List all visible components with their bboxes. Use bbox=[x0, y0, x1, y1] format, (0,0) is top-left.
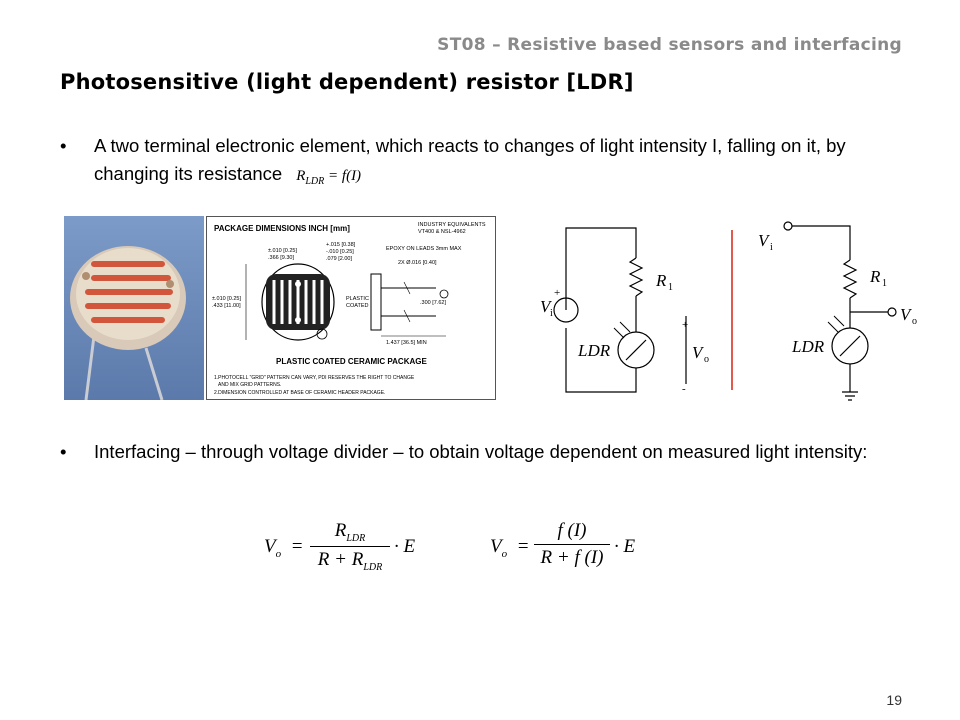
c1-ldr-label: LDR bbox=[577, 341, 611, 360]
pkg-left-dim2: .433 [11.00] bbox=[212, 303, 241, 309]
voltage-divider-circuit-output: V i R 1 V o LDR bbox=[758, 221, 917, 401]
bullet-marker: • bbox=[60, 441, 67, 462]
c1-source-label: V bbox=[540, 297, 553, 316]
package-dimensions-drawing: PACKAGE DIMENSIONS INCH [mm] INDUSTRY EQ… bbox=[206, 216, 496, 400]
eq2-num: f (I) bbox=[557, 520, 587, 541]
pkg-lead-len: 1.437 [36.5] MIN bbox=[386, 340, 427, 346]
pkg-title: PACKAGE DIMENSIONS INCH [mm] bbox=[214, 224, 350, 233]
c1-out-label: V bbox=[692, 343, 705, 362]
eq1-lhs-sub: o bbox=[275, 547, 282, 560]
bullet-text: A two terminal electronic element, which… bbox=[94, 135, 846, 184]
eq1-num-sub: LDR bbox=[346, 532, 366, 544]
pkg-epoxy: EPOXY ON LEADS 3mm MAX bbox=[386, 246, 462, 252]
bullet-definition: • A two terminal electronic element, whi… bbox=[60, 132, 900, 196]
c2-r1-sub: 1 bbox=[882, 278, 887, 289]
eq1-den-sub: LDR bbox=[363, 561, 383, 573]
c1-minus2: - bbox=[682, 383, 686, 395]
c1-source-sub: i bbox=[550, 308, 553, 319]
pkg-dim4: ±.010 [0.25] bbox=[268, 248, 297, 254]
ldr-formula: RLDR = f(I) bbox=[296, 168, 362, 187]
pkg-equiv-parts: VT400 & NSL-4962 bbox=[418, 229, 466, 235]
c2-ldr-label: LDR bbox=[791, 337, 825, 356]
eq2-lhs-sub: o bbox=[501, 547, 508, 560]
pkg-dim1: +.015 [0.38] bbox=[326, 242, 356, 248]
eq2-tail: · E bbox=[614, 536, 636, 557]
pkg-caption: PLASTIC COATED CERAMIC PACKAGE bbox=[276, 357, 427, 366]
pkg-dim2: -.010 [0.25] bbox=[326, 249, 354, 255]
c1-plus: + bbox=[554, 287, 560, 299]
pkg-note1: 1.PHOTOCELL "GRID" PATTERN CAN VARY, PDI… bbox=[214, 375, 415, 381]
pkg-dim5: .366 [9.30] bbox=[268, 255, 294, 261]
c1-r1-sub: 1 bbox=[668, 282, 673, 293]
pkg-pitch: .300 [7.62] bbox=[420, 300, 446, 306]
c1-out-sub: o bbox=[704, 354, 709, 365]
page-number: 19 bbox=[886, 692, 902, 708]
pkg-plastic: PLASTIC bbox=[346, 296, 369, 302]
pkg-coated: COATED bbox=[346, 303, 369, 309]
eq1-den: R + R bbox=[317, 548, 364, 570]
pkg-dim3: .079 [2.00] bbox=[326, 256, 352, 262]
bullet-marker: • bbox=[60, 135, 67, 156]
c2-vin-label: V bbox=[758, 231, 771, 250]
c2-vin-sub: i bbox=[770, 242, 773, 253]
c2-r1-label: R bbox=[869, 267, 881, 286]
c1-r1-label: R bbox=[655, 271, 667, 290]
eq1-num: R bbox=[334, 520, 347, 541]
bullet-text: Interfacing – through voltage divider – … bbox=[94, 441, 868, 462]
eq1-tail: · E bbox=[394, 536, 416, 557]
pkg-note1b: AND MIX GRID PATTERNS. bbox=[218, 382, 281, 388]
slide-title: Photosensitive (light dependent) resisto… bbox=[60, 70, 634, 94]
c1-plus2: + bbox=[682, 319, 688, 331]
eq1-lhs: V bbox=[264, 536, 276, 557]
pkg-leads: 2X Ø.016 [0.40] bbox=[398, 260, 437, 266]
pkg-equiv-label: INDUSTRY EQUIVALENTS bbox=[418, 222, 486, 228]
c2-out-sub: o bbox=[912, 316, 917, 327]
eq2-lhs: V bbox=[490, 536, 502, 557]
course-header: ST08 – Resistive based sensors and inter… bbox=[437, 35, 902, 55]
bullet-interfacing: • Interfacing – through voltage divider … bbox=[60, 438, 900, 466]
pkg-left-dim: ±.010 [0.25] bbox=[212, 296, 241, 302]
pkg-note2: 2.DIMENSION CONTROLLED AT BASE OF CERAMI… bbox=[214, 390, 385, 396]
circuit-divider bbox=[731, 230, 733, 390]
eq2-den: R + f (I) bbox=[540, 547, 604, 568]
ldr-photo bbox=[64, 216, 204, 400]
voltage-divider-circuit-source: + V i R 1 LDR + - V o bbox=[540, 227, 709, 395]
c2-out-label: V bbox=[900, 305, 913, 324]
